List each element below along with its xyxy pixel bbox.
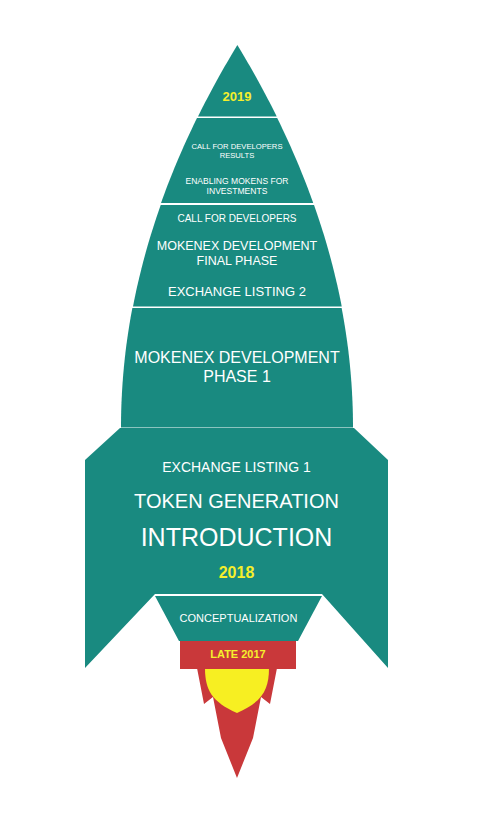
milestone-item: ENABLING MOKENS FOR INVESTMENTS bbox=[174, 176, 300, 197]
milestone-item: MOKENEX DEVELOPMENT FINAL PHASE bbox=[154, 239, 320, 269]
rocket-section-fill bbox=[155, 596, 322, 641]
milestone-item: TOKEN GENERATION bbox=[134, 489, 339, 513]
rocket-section-fill bbox=[180, 641, 296, 669]
flame-inner bbox=[205, 668, 269, 713]
milestone-item: EXCHANGE LISTING 2 bbox=[168, 284, 306, 300]
milestone-label: 2019 bbox=[223, 89, 252, 105]
milestone-item: CALL FOR DEVELOPERS bbox=[177, 213, 296, 225]
rocket-section: MOKENEX DEVELOPMENT PHASE 1 bbox=[121, 308, 353, 428]
rocket-section: CONCEPTUALIZATION bbox=[155, 596, 322, 641]
rocket-section: LATE 2017 bbox=[180, 641, 296, 669]
rocket-section-fill bbox=[161, 118, 313, 203]
milestone-label: CONCEPTUALIZATION bbox=[180, 612, 298, 625]
rocket-section-fill bbox=[198, 45, 277, 117]
rocket-section-fill bbox=[85, 428, 388, 668]
milestone-item: INTRODUCTION bbox=[141, 522, 333, 552]
rocket-section: CALL FOR DEVELOPERS MOKENEX DEVELOPMENT F… bbox=[133, 205, 342, 307]
rocket-section-shape bbox=[198, 45, 277, 117]
rocket-section: 2019 bbox=[198, 45, 277, 117]
milestone-label: LATE 2017 bbox=[210, 648, 265, 661]
rocket-section: CALL FOR DEVELOPERS RESULTS ENABLING MOKE… bbox=[161, 118, 313, 203]
flame-outer bbox=[197, 668, 277, 778]
rocket-section-fill bbox=[133, 205, 342, 307]
rocket-section-shape bbox=[121, 308, 353, 428]
milestone-item: CALL FOR DEVELOPERS RESULTS bbox=[189, 142, 286, 160]
milestone-item: EXCHANGE LISTING 1 bbox=[162, 459, 311, 476]
milestone-label: MOKENEX DEVELOPMENT PHASE 1 bbox=[130, 348, 345, 386]
milestone-item: 2018 bbox=[219, 563, 255, 582]
rocket-section-fill bbox=[121, 308, 353, 428]
